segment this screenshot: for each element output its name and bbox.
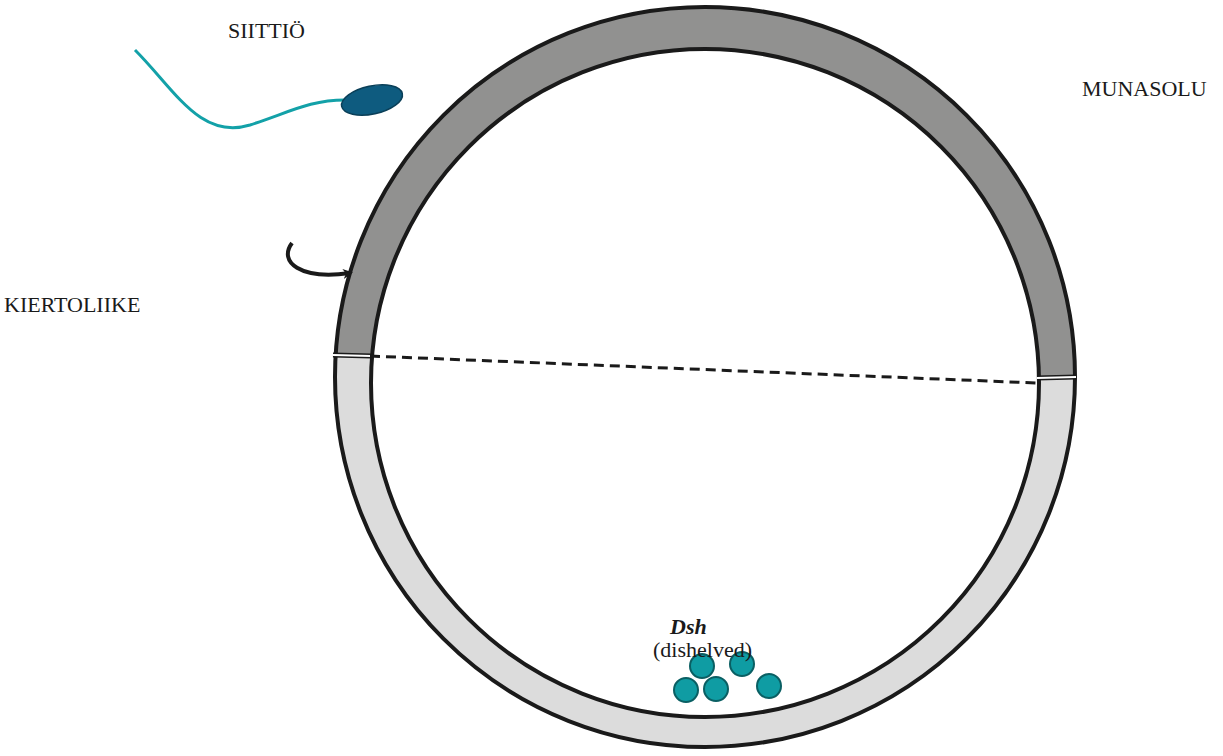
protein-name: (dishelved) <box>653 637 752 662</box>
egg-upper-band <box>335 7 1075 747</box>
band-split-gap <box>1037 377 1076 378</box>
dashed-divider <box>370 356 1037 383</box>
protein-label: Dsh <box>670 614 707 639</box>
egg-label: MUNASOLU <box>1082 76 1207 101</box>
egg-outer-outline <box>335 7 1075 747</box>
egg-inner-outline <box>371 49 1039 717</box>
rotation-arrow <box>288 243 350 275</box>
band-split-gap <box>333 355 371 356</box>
sperm-head <box>339 80 405 120</box>
band-split <box>333 355 371 356</box>
band-split <box>1037 377 1076 378</box>
egg-lower-band <box>335 7 1075 747</box>
sperm-tail <box>135 50 345 128</box>
sperm-label: SIITTIÖ <box>228 18 305 43</box>
rotation-label: KIERTOLIIKE <box>4 292 140 317</box>
